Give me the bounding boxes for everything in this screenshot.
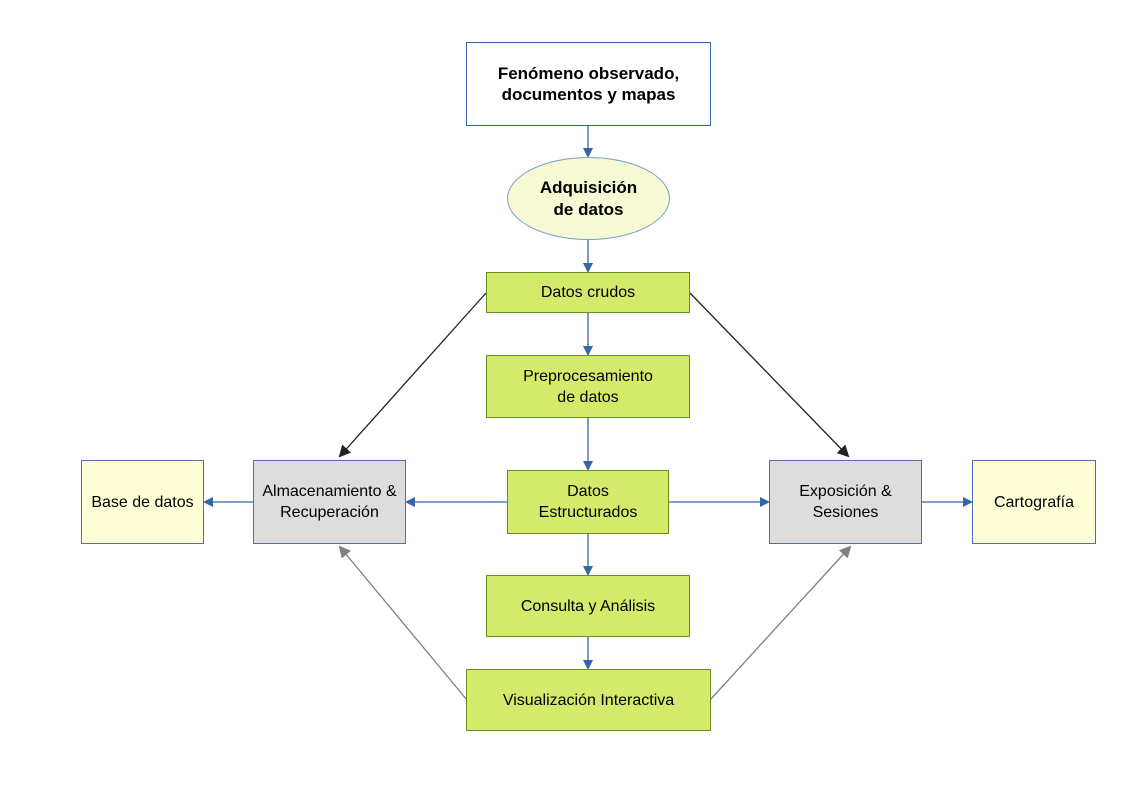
node-source: Fenómeno observado, documentos y mapas <box>466 42 711 126</box>
node-cartography: Cartografía <box>972 460 1096 544</box>
arrow-raw-to-storage <box>338 292 487 458</box>
node-structured-data: Datos Estructurados <box>507 470 669 534</box>
node-database: Base de datos <box>81 460 204 544</box>
node-interactive-viz: Visualización Interactiva <box>466 669 711 731</box>
node-exposition: Exposición & Sesiones <box>769 460 922 544</box>
arrow-raw-to-exposition <box>689 292 850 458</box>
node-preprocessing: Preprocesamiento de datos <box>486 355 690 418</box>
node-storage: Almacenamiento & Recuperación <box>253 460 406 544</box>
arrow-viz-to-storage <box>338 545 468 701</box>
arrow-viz-to-exposition <box>709 545 852 701</box>
node-query-analysis: Consulta y Análisis <box>486 575 690 637</box>
node-raw-data: Datos crudos <box>486 272 690 313</box>
node-acquisition: Adquisición de datos <box>507 157 670 240</box>
